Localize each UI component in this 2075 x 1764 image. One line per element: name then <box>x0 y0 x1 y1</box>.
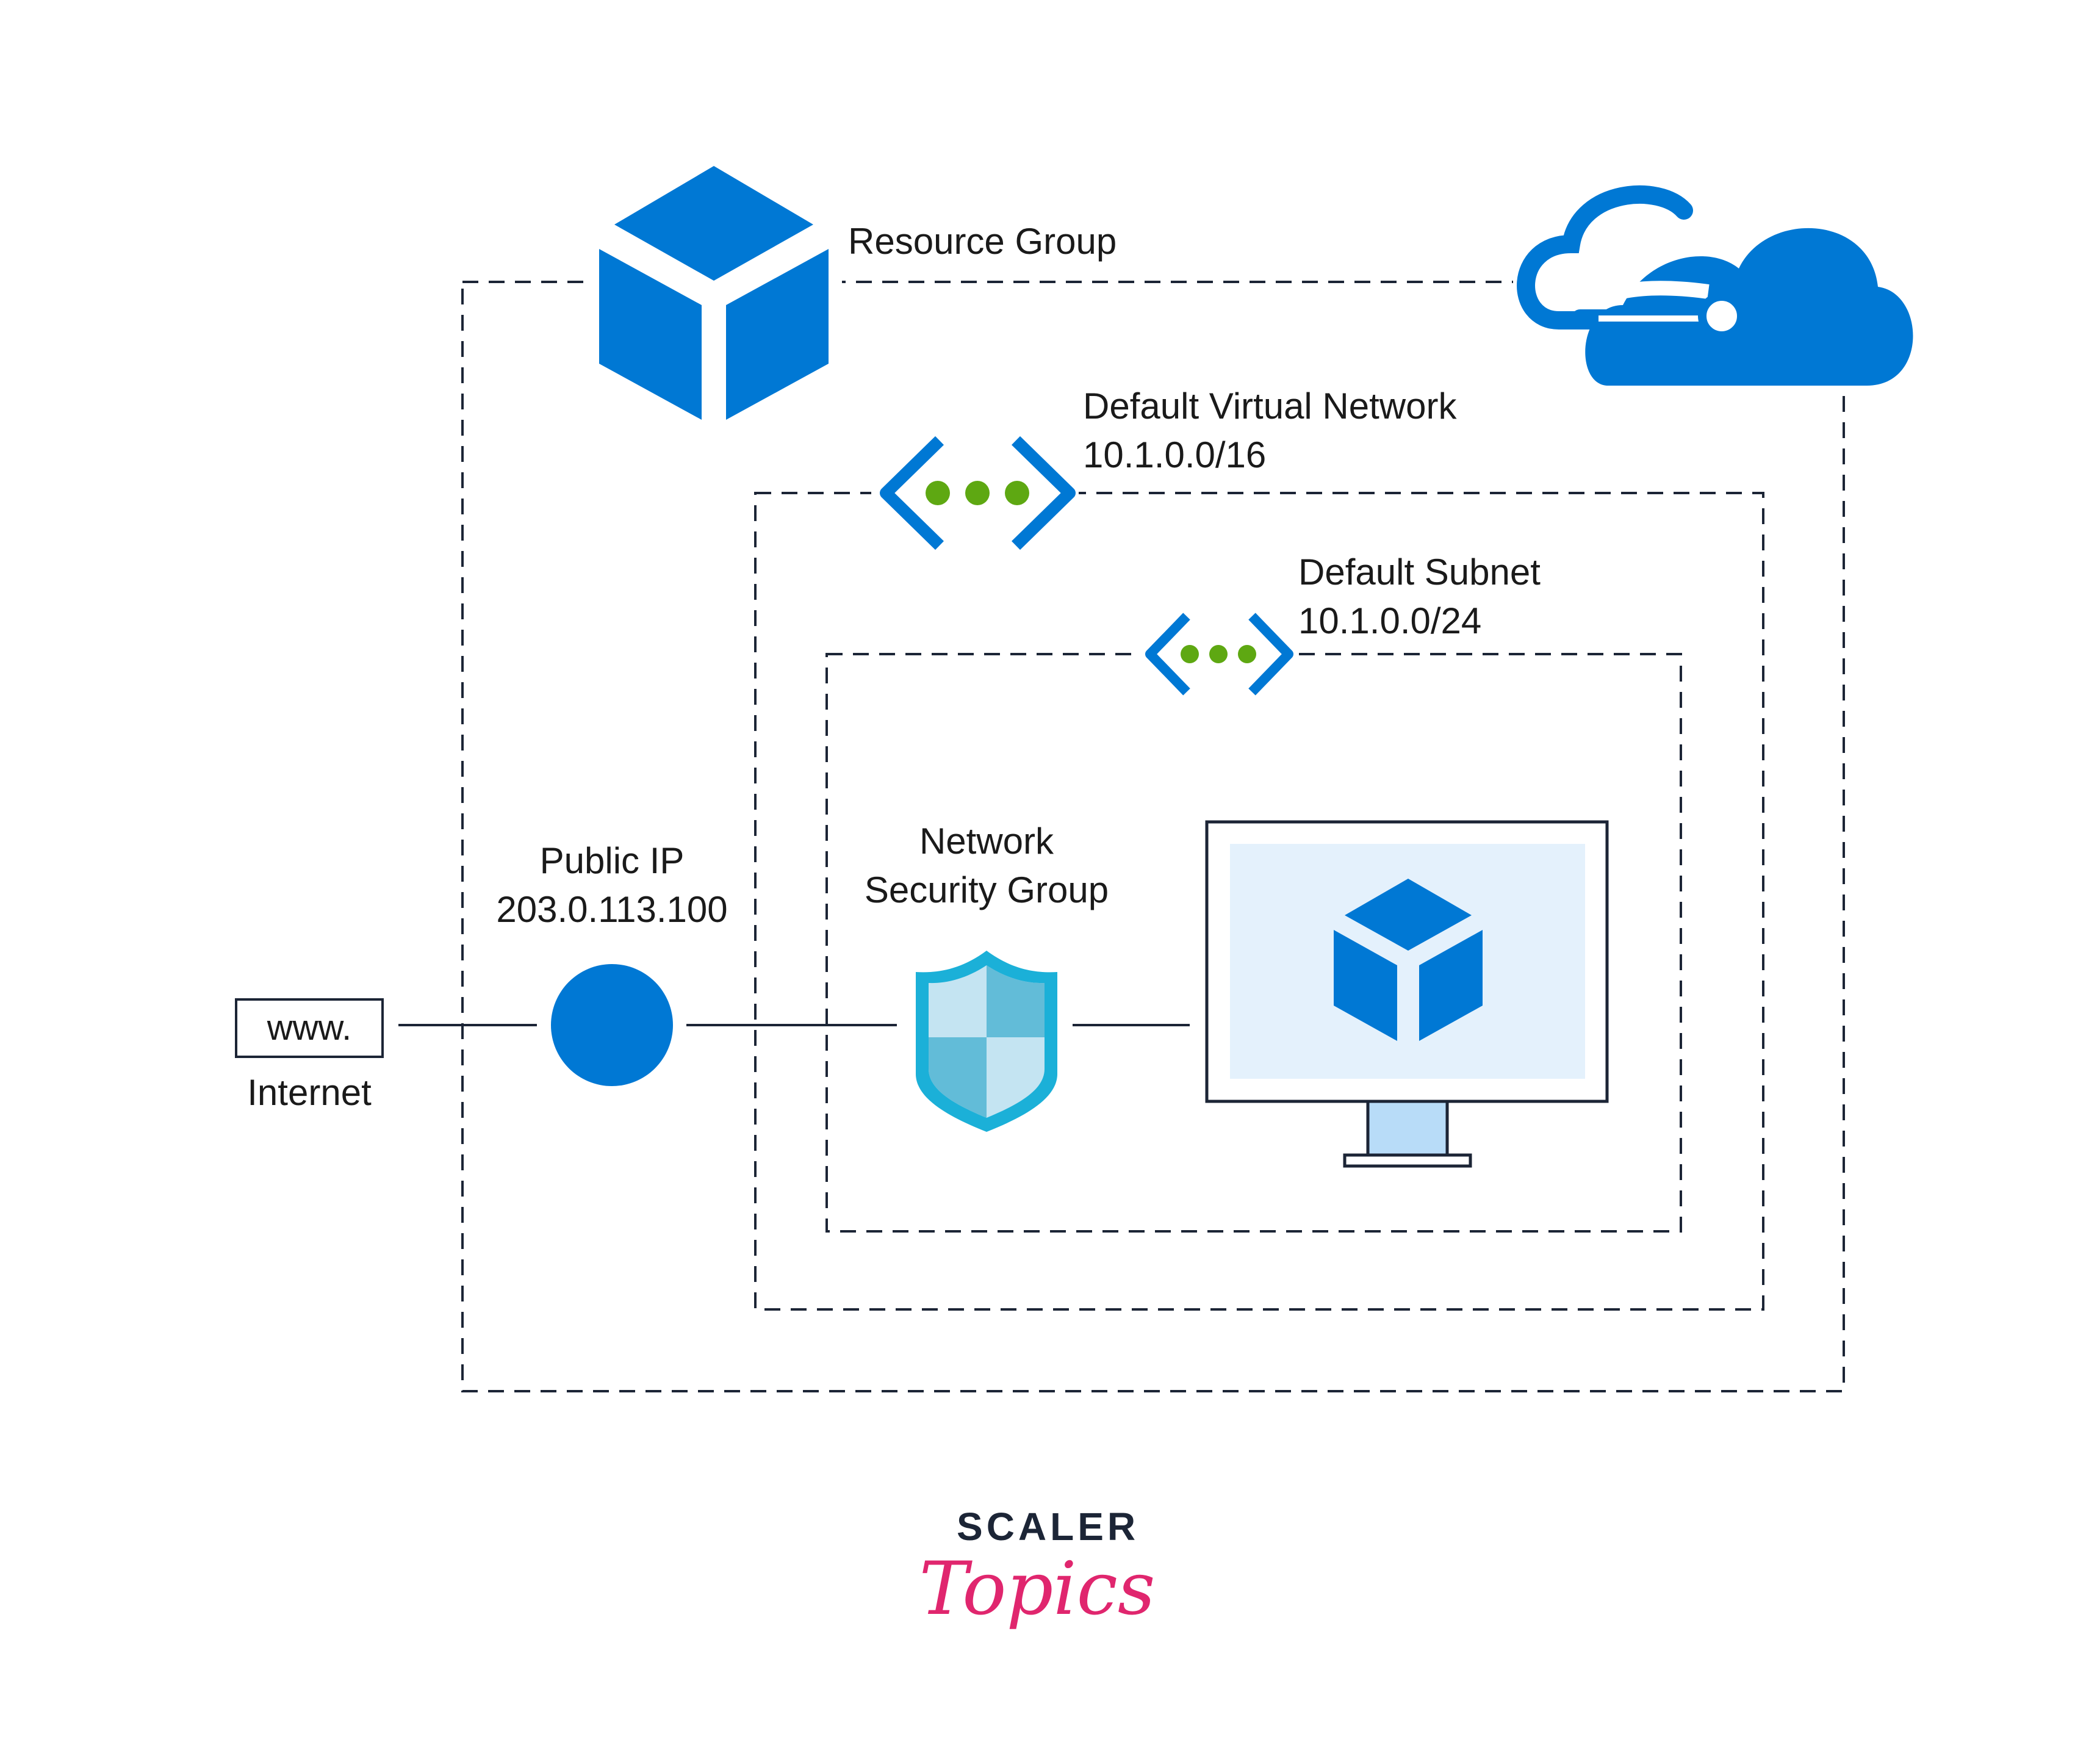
subnet-cidr-label: 10.1.0.0/24 <box>1298 600 1482 641</box>
internet-label: Internet <box>247 1072 372 1113</box>
public-ip-address-label: 203.0.113.100 <box>496 889 728 930</box>
vnet-title-label: Default Virtual Network <box>1083 386 1457 427</box>
public-ip-icon <box>551 964 673 1086</box>
nsg-label-line1: Network <box>919 821 1054 862</box>
virtual-network-boundary <box>754 492 1764 1311</box>
resource-group-cube-icon <box>586 166 842 420</box>
logo-topics-text: Topics <box>919 1547 1156 1632</box>
virtual-network-icon <box>871 436 1079 550</box>
internet-www-box: www. <box>235 998 384 1058</box>
logo-scaler-text: SCALER <box>957 1505 1140 1549</box>
public-ip-title-label: Public IP <box>539 840 685 881</box>
virtual-machine-icon <box>1205 820 1609 1168</box>
resource-group-label: Resource Group <box>848 221 1117 262</box>
nsg-label-line2: Security Group <box>864 869 1109 910</box>
resource-group-boundary <box>461 281 1845 1392</box>
vnet-cidr-label: 10.1.0.0/16 <box>1083 434 1267 475</box>
subnet-icon <box>1141 613 1293 696</box>
cloud-icon <box>1513 177 1913 386</box>
shield-icon <box>916 951 1057 1132</box>
subnet-title-label: Default Subnet <box>1298 552 1541 592</box>
